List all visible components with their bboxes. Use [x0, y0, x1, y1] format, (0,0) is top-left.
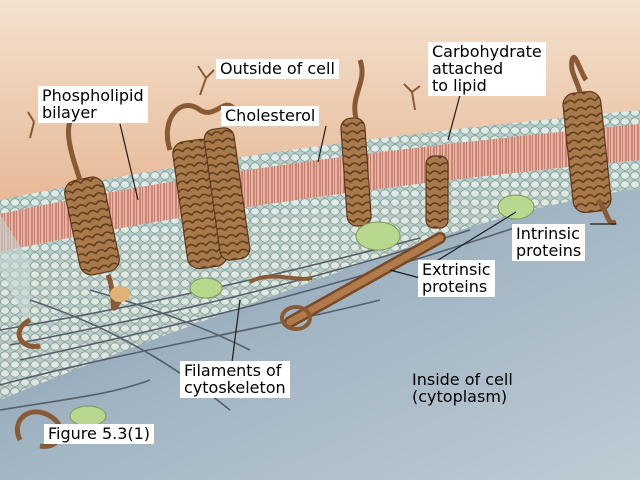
intrinsic-protein-center [164, 102, 251, 299]
extrinsic-protein-blob [497, 194, 535, 220]
figure-caption: Figure 5.3(1) [44, 424, 155, 444]
extrinsic-protein-rod [280, 232, 446, 331]
intrinsic-protein-mid [340, 59, 401, 251]
carbohydrate-chains [27, 65, 421, 139]
loose-protein-chain-2 [16, 317, 41, 349]
extrinsic-protein-bottom [69, 405, 107, 427]
label-carbohydrate: Carbohydrate attached to lipid [428, 42, 546, 96]
label-inside-of-cell: Inside of cell (cytoplasm) [412, 370, 513, 406]
membrane-edge [0, 214, 30, 330]
label-filaments-of-cytoskeleton: Filaments of cytoskeleton [180, 361, 290, 398]
label-phospholipid-bilayer: Phospholipid bilayer [38, 86, 148, 123]
loose-protein-chain-3 [248, 274, 313, 284]
label-extrinsic-proteins: Extrinsic proteins [418, 260, 495, 297]
inner-lipid-heads [0, 160, 640, 268]
intrinsic-protein-small [425, 155, 449, 229]
leader-lines [119, 94, 616, 363]
label-outside-of-cell: Outside of cell [216, 59, 339, 79]
label-cholesterol: Cholesterol [221, 106, 320, 126]
lipid-tails [0, 124, 640, 252]
label-intrinsic-proteins: Intrinsic proteins [512, 224, 586, 261]
outer-lipid-heads [0, 110, 640, 214]
intrinsic-protein-right [562, 55, 617, 225]
